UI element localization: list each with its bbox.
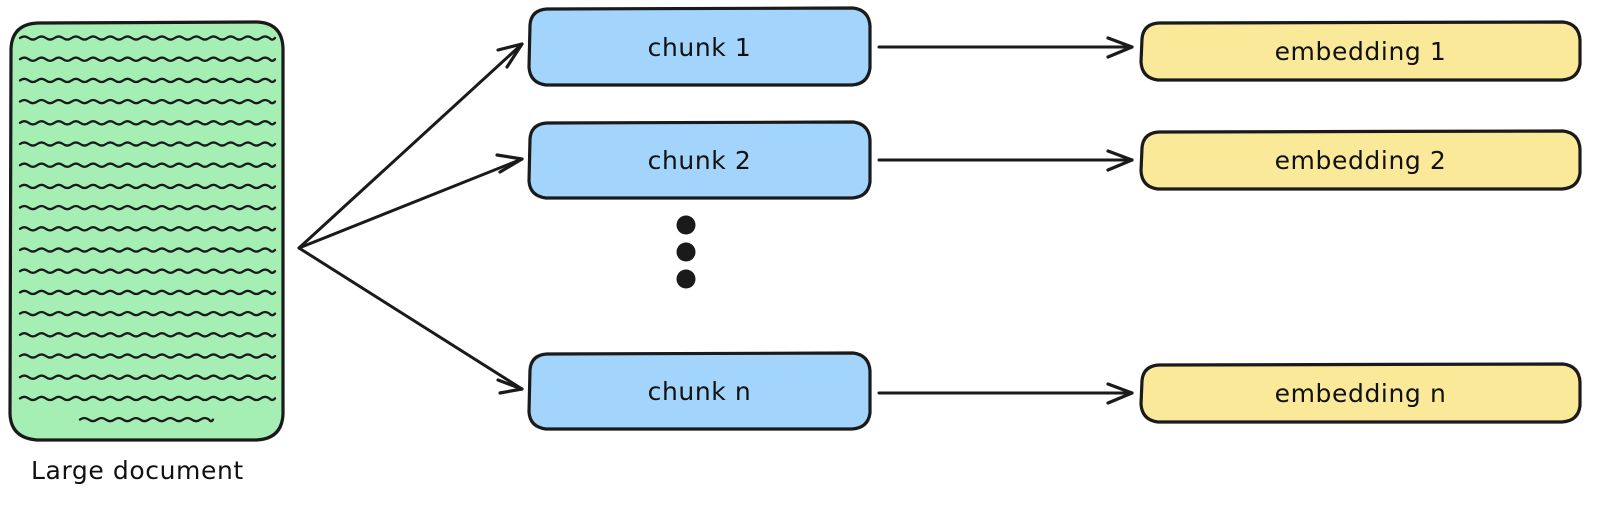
chunk-node-n[interactable] [527,351,872,431]
large-document-caption: Large document [31,456,244,485]
split-arrow-to-chunk-1 [297,42,524,250]
document-text-line [18,141,277,147]
document-text-line [18,226,277,232]
embedding-node-1[interactable] [1139,20,1582,82]
document-text-line [18,268,277,274]
chunk-node-2[interactable] [527,120,872,200]
document-text-line [78,416,215,423]
chunk-ellipsis-dots [676,215,696,289]
large-document-node[interactable] [8,20,285,442]
document-text-line [18,310,277,317]
document-text-line [18,332,277,338]
embedding-node-n[interactable] [1139,362,1582,424]
document-text-line [18,204,277,211]
document-text-line [18,35,277,41]
embed-arrow-n [877,382,1134,405]
chunk-node-1[interactable] [527,6,872,87]
document-text-line [18,98,277,105]
document-text-line [18,395,277,402]
large-document-shape [8,20,285,442]
ellipsis-dot-3 [676,269,696,289]
document-text-line [18,162,277,168]
document-text-line [18,120,277,126]
embed-arrow-1 [877,36,1134,59]
chunk-2-shape [527,120,872,200]
document-text-line [18,56,277,62]
chunk-n-shape [527,351,872,431]
document-text-line [18,374,277,380]
embedding-node-2[interactable] [1139,129,1582,191]
document-text-line [18,289,277,296]
chunk-node-group [527,6,872,431]
embed-arrow-group [877,36,1134,405]
ellipsis-dot-1 [676,215,696,235]
document-text-line [18,247,277,253]
embedding-n-shape [1139,362,1582,424]
embedding-1-shape [1139,20,1582,82]
split-arrow-to-chunk-n [297,246,524,395]
document-text-line [18,353,277,359]
document-text-line [18,77,277,84]
embed-arrow-2 [877,149,1134,172]
embedding-node-group [1139,20,1582,424]
document-text-line [18,183,277,190]
chunk-1-shape [527,6,872,87]
ellipsis-dot-2 [676,242,696,262]
split-arrow-group [297,42,524,395]
embedding-2-shape [1139,129,1582,191]
split-arrow-to-chunk-2 [297,153,524,250]
document-wavy-text-lines [18,35,277,423]
